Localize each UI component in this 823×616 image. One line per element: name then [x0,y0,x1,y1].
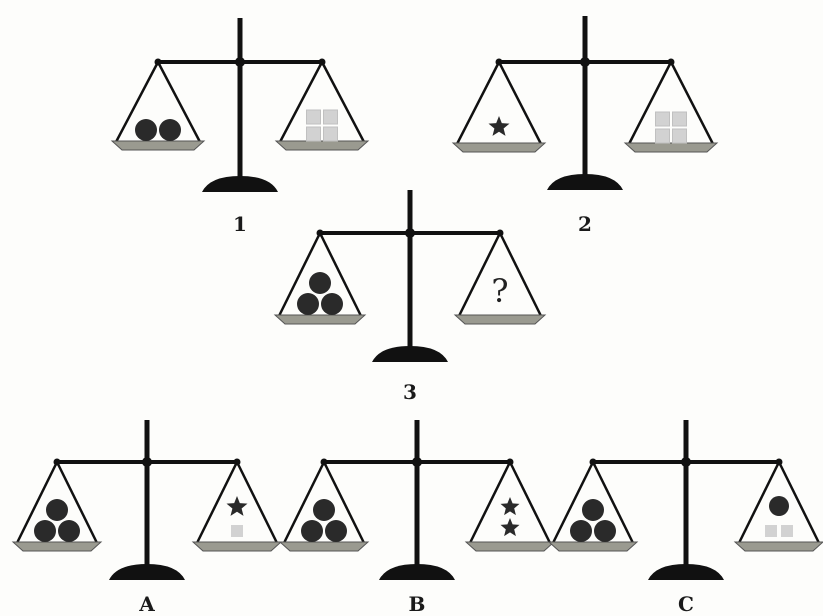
weight-circle [135,119,157,141]
weight-circle [309,272,331,294]
scale-pivot [412,457,422,467]
left-pan-string-right [156,61,202,143]
right-pan-string-left [627,61,673,145]
left-pan-string-right [322,461,366,544]
scale-pivot [405,228,415,238]
right-pan-string-right [320,61,366,143]
scale-post [414,420,420,578]
weight-square [323,109,338,125]
scale-post [683,420,689,578]
left-pan-string-left [282,461,326,544]
left-pan-string-right [318,232,363,317]
right-pan-string-left [195,461,239,544]
weight-circle [297,293,319,315]
scale-pivot [235,57,245,67]
weight-circle [570,520,592,542]
scale-B [278,420,556,580]
scale-1 [110,18,370,192]
scale-base [547,174,623,190]
weight-square [323,126,338,142]
left-pan-string-left [551,461,595,544]
weight-circle [325,520,347,542]
right-pan-dish [623,142,719,153]
left-pan-string-left [277,232,322,317]
scale-base [372,346,448,362]
weight-star [500,497,520,516]
scale-pivot [681,457,691,467]
scale-post [237,18,243,190]
left-pan-dish [273,314,367,325]
left-pan-dish [278,541,370,552]
scale-2 [451,16,719,190]
right-pan-dish [191,541,283,552]
right-pan-string-left [737,461,781,544]
scale-label-C: C [678,592,694,616]
right-pan-string-right [498,232,543,317]
scale-label-B: B [408,592,426,616]
weight-circle [594,520,616,542]
weight-circle [159,119,181,141]
question-mark: ? [491,272,509,310]
scale-post [144,420,150,578]
weight-circle [769,496,789,516]
left-pan-string-left [15,461,59,544]
scale-base [379,564,455,580]
scale-pivot [580,57,590,67]
scale-base [648,564,724,580]
weight-square [655,111,670,127]
scale-3 [273,190,547,362]
right-pan-dish [453,314,547,325]
scale-label-3: 3 [403,380,417,404]
right-pan-string-right [669,61,715,145]
left-pan-dish [11,541,103,552]
scale-label-2: 2 [578,212,592,236]
weight-circle [58,520,80,542]
scale-C [547,420,823,580]
scale-A [11,420,283,580]
left-pan-string-right [55,461,99,544]
weight-circle [313,499,335,521]
weight-star [488,116,510,136]
scale-post [582,16,588,188]
weight-square [672,111,687,127]
weight-square [765,525,777,537]
weight-square [672,128,687,144]
left-pan-string-left [114,61,160,143]
weight-square [306,126,321,142]
right-pan-dish [464,541,556,552]
scale-base [109,564,185,580]
right-pan-dish [733,541,823,552]
weight-star [500,518,520,537]
left-pan-string-right [497,61,543,145]
scale-base [202,176,278,192]
weight-circle [46,499,68,521]
right-pan-string-left [278,61,324,143]
right-pan-string-left [468,461,512,544]
weight-circle [582,499,604,521]
scale-post [407,190,413,360]
weight-circle [321,293,343,315]
left-pan-dish [547,541,639,552]
weight-square [781,525,793,537]
left-pan-dish [110,140,206,151]
weight-square [306,109,321,125]
right-pan-string-right [235,461,279,544]
scale-label-1: 1 [233,212,247,236]
right-pan-string-right [508,461,552,544]
left-pan-string-left [455,61,501,145]
left-pan-dish [451,142,547,153]
weight-circle [34,520,56,542]
weight-square [655,128,670,144]
weight-circle [301,520,323,542]
right-pan-dish [274,140,370,151]
weight-star [226,496,248,516]
scale-pivot [142,457,152,467]
left-pan-string-right [591,461,635,544]
right-pan-string-right [777,461,821,544]
weight-square [231,525,243,537]
scale-label-A: A [139,592,155,616]
right-pan-string-left [457,232,502,317]
